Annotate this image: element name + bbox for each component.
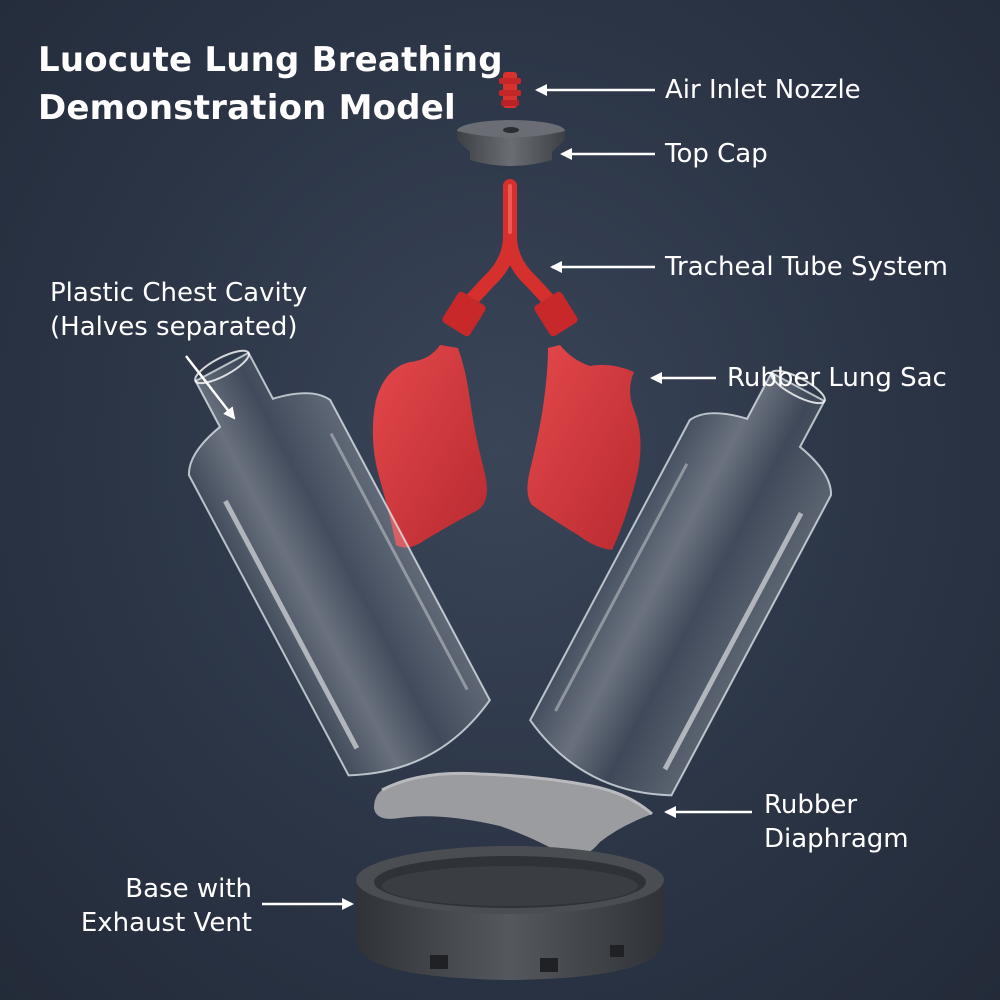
- arrow-chest-cavity: [185, 355, 236, 420]
- label-rubber-diaphragm: Rubber Diaphragm: [764, 788, 909, 856]
- label-base-line-1: Base with: [125, 874, 252, 904]
- label-base-line-2: Exhaust Vent: [80, 908, 252, 938]
- page-title: Luocute Lung Breathing Demonstration Mod…: [38, 36, 508, 132]
- label-base-with-exhaust-vent: Base with Exhaust Vent: [60, 872, 252, 940]
- tracheal-tube-part: [442, 179, 578, 337]
- title-line-2: Demonstration Model: [38, 88, 456, 128]
- chest-cavity-right-half: [528, 369, 833, 797]
- leader-arrows: [185, 84, 752, 910]
- label-air-inlet-nozzle: Air Inlet Nozzle: [665, 75, 861, 105]
- chest-cavity-left-half: [187, 349, 492, 777]
- rubber-diaphragm-part: [374, 771, 654, 859]
- label-chest-cavity-line-1: Plastic Chest Cavity: [50, 278, 308, 308]
- label-rubber-lung-sac: Rubber Lung Sac: [727, 363, 947, 393]
- rubber-lung-left: [372, 345, 487, 548]
- title-line-1: Luocute Lung Breathing: [38, 40, 503, 80]
- label-plastic-chest-cavity: Plastic Chest Cavity (Halves separated): [50, 276, 307, 344]
- label-chest-cavity-line-2: (Halves separated): [50, 312, 298, 342]
- base-part: [356, 846, 664, 980]
- label-tracheal-tube-system: Tracheal Tube System: [665, 252, 949, 282]
- label-top-cap: Top Cap: [665, 139, 768, 169]
- rubber-lung-right: [527, 345, 641, 550]
- label-diaphragm-line-1: Rubber: [764, 790, 858, 820]
- air-inlet-nozzle-part: [499, 72, 521, 108]
- top-cap-part: [457, 120, 565, 166]
- label-diaphragm-line-2: Diaphragm: [764, 824, 909, 854]
